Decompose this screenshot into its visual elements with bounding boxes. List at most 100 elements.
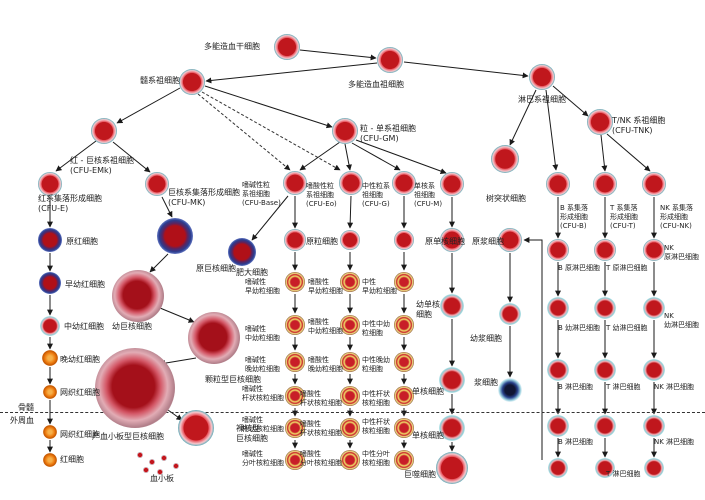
monoblast-cell	[440, 228, 464, 252]
plasmablast-cell	[498, 228, 522, 252]
late-erythroblast-cell	[42, 350, 58, 366]
myeloid-to-emk	[116, 87, 181, 124]
macrophage-cell	[436, 452, 468, 484]
plasma-label: 浆细胞	[474, 378, 498, 387]
lymphoid-to-tnk	[552, 85, 589, 117]
monoblast-label: 原单核细胞	[425, 237, 465, 246]
myeloblast-label: 原粒细胞	[306, 237, 338, 246]
gm-to-eo	[299, 141, 341, 171]
monocyte-label: 单核细胞	[412, 387, 444, 396]
neu-band-label: 中性杆状核粒细胞	[362, 390, 390, 408]
nk-blast-label-line: 原淋巴细胞	[664, 253, 699, 261]
reticulocyte2-label: 网织红细胞	[60, 430, 100, 439]
early-erythroblast-label: 早幼红细胞	[65, 280, 105, 289]
cfub-cell	[546, 172, 570, 196]
cfut-label-line: 形成细胞	[610, 213, 638, 221]
hsc-cell	[274, 34, 300, 60]
b-lym2-label: B 淋巴细胞	[558, 438, 594, 446]
emk-to-cfue	[55, 140, 97, 172]
neu-cell-2	[394, 315, 414, 335]
neu-meta-label: 中性晚幼粒细胞	[362, 356, 390, 374]
baso-meta-label-line: 嗜碱性	[245, 356, 266, 364]
cfug-label-line: 祖细胞	[362, 191, 383, 199]
baso-meta-label-line: 晚幼粒细胞	[245, 365, 280, 373]
gm-label-line: (CFU-GM)	[360, 134, 399, 143]
myeloid-to-gm	[204, 85, 333, 129]
marrow-blood-divider	[0, 412, 705, 413]
mkblast-to-promk	[149, 253, 169, 273]
cfub-label: B 系集落形成细胞(CFU-B)	[560, 204, 588, 231]
proplasmacyte-cell	[499, 303, 521, 325]
base-cell	[283, 171, 307, 195]
eo-band-label-line: 嗜酸性	[300, 390, 321, 398]
baso-band-label-line: 嗜碱性	[242, 385, 263, 393]
eo-mye-label-line: 嗜酸性	[308, 318, 329, 326]
b-blast-label: B 原淋巴细胞	[558, 264, 601, 272]
t-lym2-label: T 淋巴细胞	[606, 470, 641, 478]
baso-meta-label: 嗜碱性晚幼粒细胞	[245, 356, 280, 374]
neu-band-label-line: 中性杆状	[362, 390, 390, 398]
b-pro-cell	[547, 297, 569, 319]
baso-cell-6	[285, 450, 305, 470]
gm-to-cfum	[351, 142, 401, 171]
monocyte-cell	[439, 367, 465, 393]
neu-cell-6	[394, 450, 414, 470]
baso-seg-label: 嗜碱性分叶核粒细胞	[242, 450, 284, 468]
tnk-label: T/NK 系祖细胞(CFU-TNK)	[612, 116, 665, 136]
cfug-label-line: (CFU-G)	[362, 200, 390, 208]
nk-lym2-label: NK 淋巴细胞	[654, 438, 695, 446]
baso-cell-2	[285, 315, 305, 335]
eo-pro-label-line: 早幼粒细胞	[308, 287, 343, 295]
emk-label-line: (CFU-EMk)	[70, 166, 112, 175]
eo-band2-label: 嗜酸性杆状核粒细胞	[300, 420, 342, 438]
neu-seg-label: 中性分叶核粒细胞	[362, 450, 390, 468]
baso-seg-label-line: 嗜碱性	[242, 450, 263, 458]
cfut-cell	[593, 172, 617, 196]
dendritic-label: 树突状细胞	[486, 194, 526, 203]
eo-cell-5	[340, 418, 360, 438]
naked-mk-label-line: 巨核细胞	[236, 434, 268, 443]
eo-band-label: 嗜酸性杆状核粒细胞	[300, 390, 342, 408]
marrow-label: 骨髓	[18, 403, 34, 412]
mast-label: 肥大细胞	[236, 268, 268, 277]
cfum-label-line: (CFU-M)	[414, 200, 443, 208]
tnk-to-t	[600, 134, 608, 172]
t-pro-cell	[594, 297, 616, 319]
neu-seg-label-line: 中性分叶	[362, 450, 390, 458]
baso-cell-1	[285, 272, 305, 292]
eo-label: 嗜酸性粒系祖细胞(CFU-Eo)	[306, 182, 337, 209]
promegakaryocyte-cell	[112, 270, 164, 322]
nk-pro-label-line: 幼淋巴细胞	[664, 321, 699, 329]
mpp-cell	[377, 47, 403, 73]
hsc-to-mpp	[299, 49, 377, 61]
plasma-cell	[498, 378, 522, 402]
reticulocyte2-cell	[43, 425, 57, 439]
emk-label: 红 - 巨核系祖细胞(CFU-EMk)	[70, 156, 134, 176]
platelet-dot-0	[137, 452, 143, 458]
late-erythroblast-label: 晚幼红细胞	[60, 355, 100, 364]
plt-mk-label: 产血小板型巨核细胞	[92, 432, 164, 441]
neu-mye-label: 中性中幼粒细胞	[362, 320, 390, 338]
neu-pro-label-line: 早幼粒细胞	[362, 287, 397, 295]
t-lym-label: T 淋巴细胞	[606, 383, 641, 391]
baso-cell-4	[285, 386, 305, 406]
naked-mk-label-line: 裸核型	[236, 424, 260, 433]
base-label-line: 嗜碱性粒	[242, 181, 270, 189]
b-final-cell	[548, 458, 568, 478]
t-lym2-cell	[594, 415, 616, 437]
t-blast-label: T 原淋巴细胞	[606, 264, 648, 272]
b-blast-cell	[547, 239, 569, 261]
megakaryoblast-cell	[157, 218, 193, 254]
baso-band2-label: 嗜碱性杆状核粒细胞	[242, 416, 284, 434]
lymphoid-label: 淋巴系祖细胞	[518, 95, 566, 104]
t-lym-cell	[594, 359, 616, 381]
neu-meta-label-line: 中性晚幼	[362, 356, 390, 364]
cfum-label-line: 单核系	[414, 182, 435, 190]
cfum-cell	[392, 171, 416, 195]
monocyte2-cell	[439, 415, 465, 441]
cfumk-label: 巨核系集落形成细胞(CFU-MK)	[168, 188, 240, 208]
eo-cell-1	[340, 272, 360, 292]
neu-band2-label-line: 核粒细胞	[362, 427, 390, 435]
